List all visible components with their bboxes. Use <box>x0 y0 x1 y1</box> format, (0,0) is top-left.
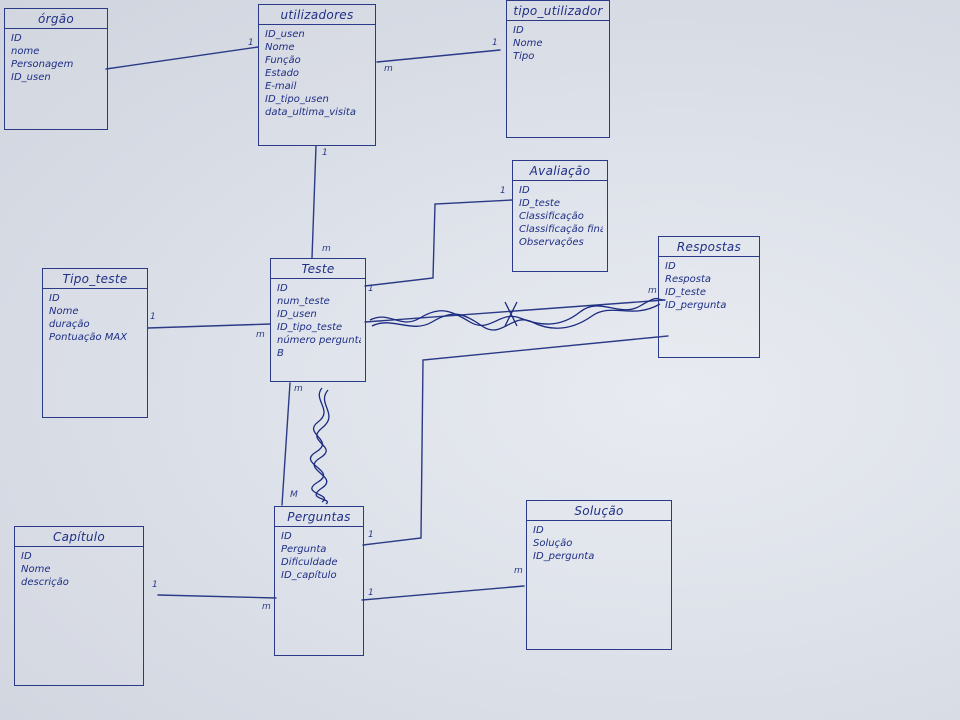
entity-title: tipo_utilizador <box>507 1 609 21</box>
scribble-teste-perguntas-2 <box>313 389 330 505</box>
entity-title: Tipo_teste <box>43 269 147 289</box>
entity-field: ID <box>519 185 530 196</box>
cardinality-label: 1 <box>368 284 374 294</box>
entity-perguntas: Perguntas ID Pergunta Dificuldade ID_cap… <box>274 506 364 656</box>
entity-field: ID <box>21 551 32 562</box>
entity-field: B <box>277 348 284 359</box>
entity-field: descrição <box>21 577 69 588</box>
line-perguntas-respostas <box>362 335 669 546</box>
entity-field: Pergunta <box>281 544 327 555</box>
entity-field: Observações <box>519 237 584 248</box>
entity-field: Classificação <box>519 211 584 222</box>
scribble-teste-respostas-2 <box>371 303 661 331</box>
cardinality-label: m <box>514 566 523 576</box>
entity-field: num_teste <box>277 296 330 307</box>
entity-field: Nome <box>265 42 295 53</box>
line-teste-respostas <box>364 299 666 323</box>
entity-field: Nome <box>21 564 51 575</box>
entity-title: Respostas <box>659 237 759 257</box>
cardinality-label: m <box>262 602 271 612</box>
entity-field: Dificuldade <box>281 557 338 568</box>
cardinality-label: M <box>290 490 298 500</box>
entity-utilizadores: utilizadores ID_usen Nome Função Estado … <box>258 4 376 146</box>
entity-field: Tipo <box>513 51 535 62</box>
entity-tipo-teste: Tipo_teste ID Nome duração Pontuação MAX <box>42 268 148 418</box>
line-perguntas-solucao <box>361 585 525 601</box>
entity-solucao: Solução ID Solução ID_pergunta <box>526 500 672 650</box>
entity-field: ID_usen <box>11 72 51 83</box>
line-orgao-utilizadores <box>105 46 259 70</box>
entity-field: Estado <box>265 68 300 79</box>
cardinality-label: 1 <box>368 588 374 598</box>
cardinality-label: 1 <box>322 148 328 158</box>
entity-field: ID_usen <box>265 29 305 40</box>
entity-field: Classificação final <box>519 224 603 235</box>
cross-mark <box>504 301 518 327</box>
scribble-teste-perguntas <box>309 387 326 503</box>
entity-title: Perguntas <box>275 507 363 527</box>
entity-field: Nome <box>49 306 79 317</box>
scribble-teste-respostas <box>369 297 666 327</box>
cardinality-label: m <box>384 64 393 74</box>
entity-field: Pontuação MAX <box>49 332 128 343</box>
entity-title: Solução <box>527 501 671 521</box>
entity-capitulo: Capítulo ID Nome descrição <box>14 526 144 686</box>
entity-title: utilizadores <box>259 5 375 25</box>
entity-field: Nome <box>513 38 543 49</box>
cardinality-label: 1 <box>368 530 374 540</box>
entity-field: ID <box>513 25 524 36</box>
entity-field: data_ultima_visita <box>265 107 356 118</box>
entity-field: ID <box>11 33 22 44</box>
cardinality-label: 1 <box>248 38 254 48</box>
entity-field: Função <box>265 55 301 66</box>
entity-field: Personagem <box>11 59 74 70</box>
entity-title: Teste <box>271 259 365 279</box>
cardinality-label: 1 <box>492 38 498 48</box>
entity-field: ID_teste <box>519 198 561 209</box>
entity-field: ID_teste <box>665 287 707 298</box>
entity-field: ID_usen <box>277 309 317 320</box>
entity-field: ID_capítulo <box>281 570 337 581</box>
entity-field: ID <box>665 261 676 272</box>
entity-field: número perguntas <box>277 335 361 346</box>
cardinality-label: m <box>322 244 331 254</box>
line-teste-avaliacao <box>364 199 513 287</box>
entity-field: Solução <box>533 538 573 549</box>
entity-field: nome <box>11 46 40 57</box>
entity-field: duração <box>49 319 90 330</box>
entity-field: Resposta <box>665 274 712 285</box>
cardinality-label: m <box>256 330 265 340</box>
entity-field: ID <box>49 293 60 304</box>
line-utilizadores-teste <box>311 145 317 259</box>
entity-orgao: órgão ID nome Personagem ID_usen <box>4 8 108 130</box>
entity-respostas: Respostas ID Resposta ID_teste ID_pergun… <box>658 236 760 358</box>
line-utilizadores-tipo-utilizador <box>376 49 501 63</box>
entity-field: E-mail <box>265 81 297 92</box>
line-teste-perguntas <box>281 382 291 506</box>
entity-title: órgão <box>5 9 107 29</box>
entity-field: ID <box>533 525 544 536</box>
entity-teste: Teste ID num_teste ID_usen ID_tipo_teste… <box>270 258 366 382</box>
cardinality-label: 1 <box>500 186 506 196</box>
entity-field: ID_pergunta <box>533 551 595 562</box>
cardinality-label: 1 <box>152 580 158 590</box>
entity-title: Avaliação <box>513 161 607 181</box>
line-tipo-teste-teste <box>147 323 271 329</box>
entity-field: ID <box>277 283 288 294</box>
cardinality-label: m <box>648 286 657 296</box>
entity-field: ID_tipo_usen <box>265 94 329 105</box>
entity-tipo-utilizador: tipo_utilizador ID Nome Tipo <box>506 0 610 138</box>
cardinality-label: 1 <box>150 312 156 322</box>
entity-title: Capítulo <box>15 527 143 547</box>
entity-field: ID <box>281 531 292 542</box>
cardinality-label: m <box>294 384 303 394</box>
entity-field: ID_tipo_teste <box>277 322 343 333</box>
entity-field: ID_pergunta <box>665 300 727 311</box>
entity-avaliacao: Avaliação ID ID_teste Classificação Clas… <box>512 160 608 272</box>
line-capitulo-perguntas <box>157 594 277 599</box>
